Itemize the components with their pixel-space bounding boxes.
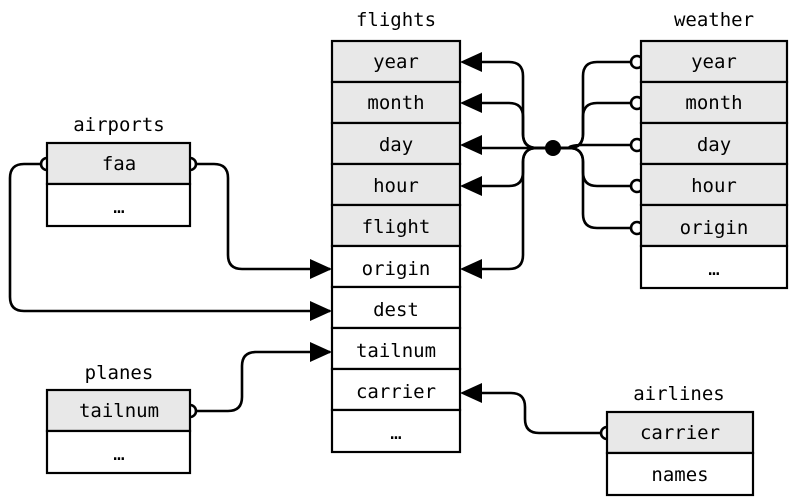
field-label-flights-flight: flight	[362, 216, 431, 238]
link-planes-tailnum-path	[196, 350, 330, 413]
field-label-weather-more: …	[708, 258, 719, 280]
field-label-planes-tailnum: tailnum	[79, 400, 159, 422]
arrow-into-flights-origin	[460, 259, 482, 279]
arrow-into-flights-month	[460, 93, 482, 113]
field-row-airports-faa[interactable]	[45, 141, 192, 186]
field-row-flights-hour[interactable]	[330, 162, 462, 207]
field-label-weather-year: year	[691, 51, 737, 73]
field-row-weather-more[interactable]	[639, 244, 789, 290]
field-row-planes-more[interactable]	[45, 429, 192, 475]
field-row-airlines-names[interactable]	[605, 451, 755, 497]
table-planes[interactable]: planes tailnum …	[45, 362, 192, 475]
field-label-flights-hour: hour	[373, 175, 419, 197]
field-row-flights-day[interactable]	[330, 121, 462, 166]
field-label-airports-more: …	[113, 196, 124, 218]
link-weather-origin-branch	[557, 146, 637, 230]
field-row-flights-flight[interactable]	[330, 203, 462, 248]
link-flights-origin-branch	[479, 146, 549, 271]
arrow-into-flights-dest	[310, 301, 332, 321]
table-title-planes: planes	[85, 362, 154, 384]
table-airports[interactable]: airports faa …	[45, 114, 192, 228]
arrow-into-flights-day	[460, 135, 482, 155]
field-row-flights-dest[interactable]	[330, 285, 462, 330]
table-weather[interactable]: weather year month day hour origin …	[639, 9, 789, 290]
arrow-into-flights-year	[460, 52, 482, 72]
arrow-into-flights-tailnum	[310, 342, 332, 362]
field-row-weather-origin[interactable]	[639, 203, 789, 248]
link-weather-month-branch	[557, 101, 637, 150]
field-label-planes-more: …	[113, 443, 124, 465]
field-row-flights-more[interactable]	[330, 408, 462, 454]
field-label-airports-faa: faa	[102, 153, 136, 175]
field-label-flights-month: month	[367, 92, 424, 114]
field-row-weather-year[interactable]	[639, 39, 789, 84]
table-title-airports: airports	[73, 114, 165, 136]
field-label-flights-carrier: carrier	[356, 381, 436, 403]
field-label-flights-tailnum: tailnum	[356, 340, 436, 362]
weather-flights-junction-dot	[545, 140, 561, 156]
arrow-into-flights-origin-from-airports	[310, 259, 332, 279]
table-title-flights: flights	[356, 9, 436, 31]
table-title-weather: weather	[674, 9, 754, 31]
field-row-flights-year[interactable]	[330, 39, 462, 84]
field-label-flights-year: year	[373, 51, 419, 73]
field-label-flights-dest: dest	[373, 299, 419, 321]
table-title-airlines: airlines	[633, 383, 725, 405]
table-airlines[interactable]: airlines carrier names	[605, 383, 755, 497]
field-row-flights-tailnum[interactable]	[330, 326, 462, 371]
field-label-weather-month: month	[685, 92, 742, 114]
field-row-flights-origin[interactable]	[330, 244, 462, 289]
table-flights[interactable]: flights year month day hour flight origi…	[330, 9, 462, 454]
field-label-flights-more: …	[390, 422, 401, 444]
field-label-flights-day: day	[379, 134, 413, 156]
arrow-into-flights-carrier	[460, 383, 482, 403]
field-row-weather-day[interactable]	[639, 121, 789, 166]
field-label-weather-origin: origin	[680, 217, 749, 239]
field-label-flights-origin: origin	[362, 258, 431, 280]
link-weather-flights	[479, 60, 637, 271]
field-label-airlines-carrier: carrier	[640, 422, 720, 444]
field-label-airlines-names: names	[651, 464, 708, 486]
arrow-into-flights-hour	[460, 176, 482, 196]
link-airports-origin-path	[196, 162, 330, 271]
link-airports-dest-path	[8, 162, 330, 313]
link-airlines-carrier-path	[479, 391, 601, 435]
field-label-weather-hour: hour	[691, 175, 737, 197]
field-row-weather-month[interactable]	[639, 80, 789, 125]
field-row-airports-more[interactable]	[45, 182, 192, 228]
field-label-weather-day: day	[697, 134, 731, 156]
